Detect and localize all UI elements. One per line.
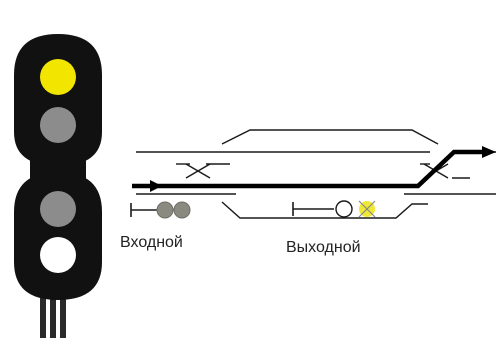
exit-lamp-white [335,200,353,218]
route-arrow-start-icon [150,180,162,192]
exit-signal-label: Выходной [286,239,361,256]
route-line [132,146,496,192]
exit-signal-symbol [292,200,376,218]
entry-signal-symbol [130,201,191,219]
signal-head-top [14,34,102,166]
track-lines [136,129,496,219]
gray-lamp-upper [40,107,76,143]
route-arrow-end-icon [482,146,496,158]
entry-lamp-2 [173,201,191,219]
yellow-lamp [40,59,76,95]
entry-lamp-1 [156,201,174,219]
signal-mast [40,292,66,338]
white-lamp [40,237,76,273]
signal-head-bottom [14,172,102,300]
entry-signal-label: Входной [120,234,183,251]
gray-lamp-lower [40,191,76,227]
